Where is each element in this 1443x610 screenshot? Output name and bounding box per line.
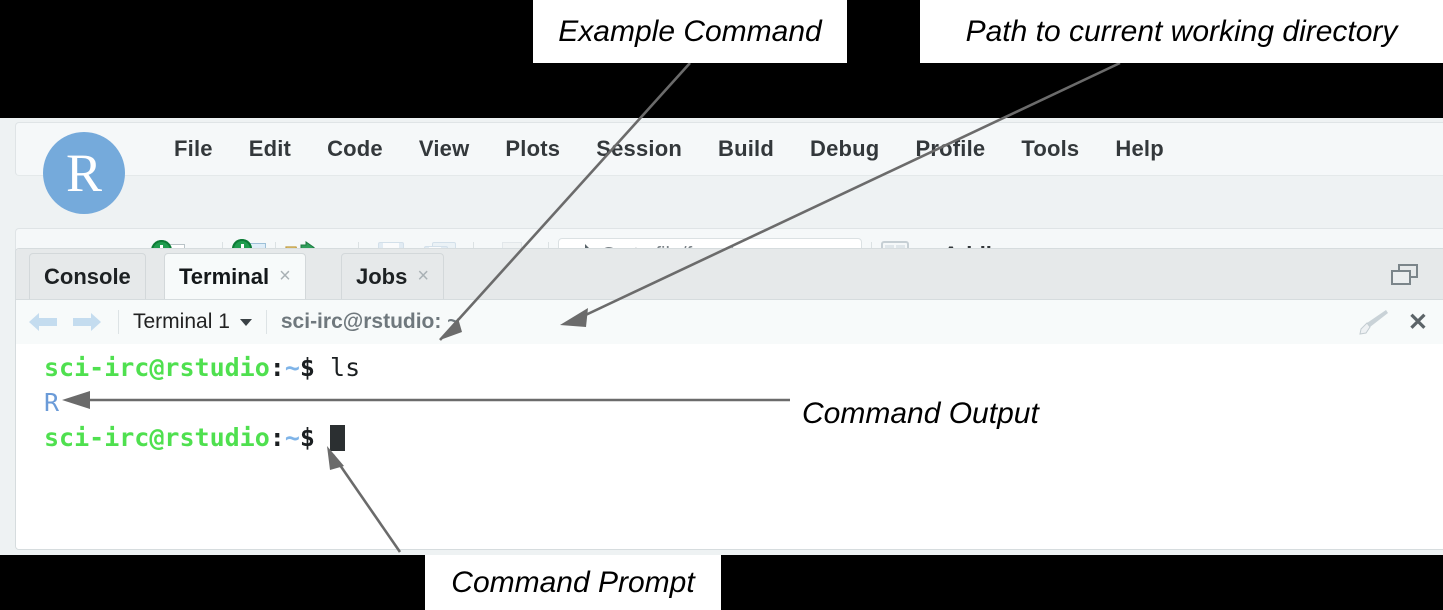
menu-item-file[interactable]: File: [174, 136, 213, 161]
rstudio-logo: R: [43, 132, 125, 214]
terminal-line-prompt-2: sci-irc@rstudio:~$: [44, 420, 1443, 455]
terminal-close-button[interactable]: ✕: [1407, 308, 1428, 336]
menu-item-build[interactable]: Build: [718, 136, 774, 161]
menu-item-plots[interactable]: Plots: [505, 136, 561, 161]
terminal-cwd: ~: [284, 353, 300, 382]
tab-console-label: Console: [44, 263, 131, 289]
annotation-command-prompt: Command Prompt: [425, 555, 721, 610]
terminal-forward-button[interactable]: [70, 309, 104, 335]
tab-terminal[interactable]: Terminal ×: [164, 253, 306, 299]
terminal-toolbar: Terminal 1 sci-irc@rstudio: ~ ✕: [16, 300, 1443, 345]
menu-item-edit[interactable]: Edit: [248, 136, 292, 161]
annotation-command-output: Command Output: [790, 392, 1094, 436]
menu-items: File Edit Code View Plots Session Build …: [156, 123, 1182, 175]
terminal-toolbar-right: ✕: [1356, 300, 1428, 344]
tab-terminal-close-icon[interactable]: ×: [279, 265, 291, 287]
terminal-output-text: R: [44, 388, 60, 417]
console-terminal-pane: Console Terminal × Jobs ×: [15, 248, 1443, 550]
terminal-selector[interactable]: Terminal 1: [133, 310, 252, 334]
terminal-cursor: [330, 425, 346, 451]
tab-console[interactable]: Console: [29, 253, 146, 299]
terminal-selector-label: Terminal 1: [133, 310, 230, 333]
terminal-command: ls: [314, 353, 361, 382]
terminal-toolbar-separator: [118, 310, 119, 334]
tab-jobs-close-icon[interactable]: ×: [417, 265, 430, 287]
tab-jobs[interactable]: Jobs ×: [341, 253, 445, 299]
tab-terminal-label: Terminal: [179, 263, 270, 289]
bottom-black-bar: [0, 555, 1443, 610]
terminal-colon: :: [269, 423, 285, 452]
clear-console-brush-icon[interactable]: [1356, 308, 1390, 336]
menu-item-view[interactable]: View: [418, 136, 470, 161]
terminal-user-host: sci-irc@rstudio: [44, 353, 270, 382]
pane-tab-strip: Console Terminal × Jobs ×: [16, 249, 1443, 300]
terminal-toolbar-separator: [265, 310, 267, 334]
menu-item-help[interactable]: Help: [1115, 136, 1164, 161]
terminal-user-host: sci-irc@rstudio: [44, 423, 270, 452]
menu-item-tools[interactable]: Tools: [1021, 136, 1080, 161]
rstudio-window: R File Edit Code View Plots Session Buil…: [0, 118, 1443, 555]
terminal-command: [315, 423, 330, 452]
maximize-pane-button[interactable]: [1388, 262, 1422, 288]
menu-bar: R File Edit Code View Plots Session Buil…: [15, 122, 1443, 214]
terminal-back-button[interactable]: [26, 309, 60, 335]
terminal-dollar: $: [299, 353, 315, 382]
annotation-example-command: Example Command: [533, 0, 847, 63]
annotation-path-to-cwd: Path to current working directory: [920, 0, 1443, 63]
terminal-output[interactable]: sci-irc@rstudio:~$ ls R sci-irc@rstudio:…: [16, 344, 1443, 549]
menu-item-debug[interactable]: Debug: [810, 136, 880, 161]
terminal-dollar: $: [299, 423, 315, 452]
terminal-cwd: ~: [284, 423, 300, 452]
menu-item-profile[interactable]: Profile: [915, 136, 986, 161]
terminal-selector-caret-icon: [239, 318, 252, 326]
tab-jobs-label: Jobs: [356, 263, 408, 289]
menu-item-code[interactable]: Code: [327, 136, 383, 161]
menu-item-session[interactable]: Session: [596, 136, 682, 161]
terminal-line-output-1: R: [44, 385, 1443, 420]
terminal-line-prompt-1: sci-irc@rstudio:~$ ls: [44, 350, 1443, 385]
terminal-path-label: sci-irc@rstudio: ~: [280, 310, 460, 333]
terminal-colon: :: [269, 353, 285, 382]
